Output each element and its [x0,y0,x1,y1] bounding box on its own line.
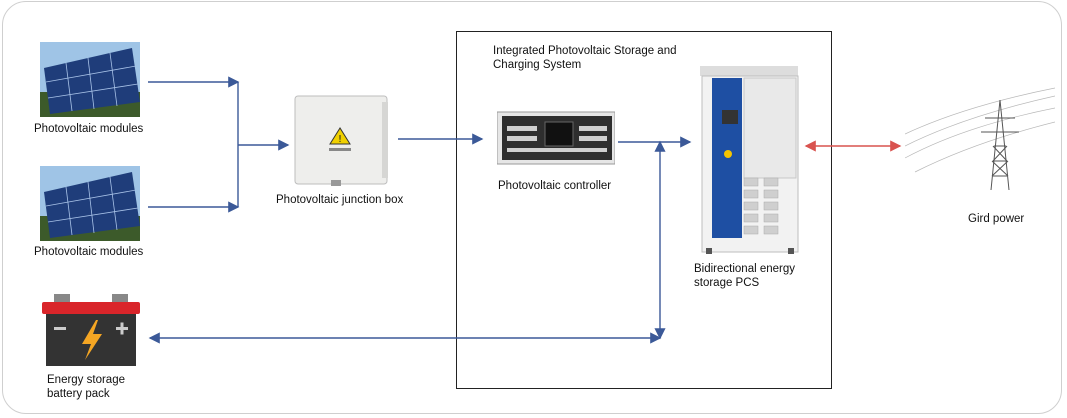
solar-panel-image-2 [40,166,140,241]
pcs-cabinet-image [700,66,799,254]
pv-modules-label-1: Photovoltaic modules [34,123,144,135]
svg-text:!: ! [338,134,342,145]
system-title: Integrated Photovoltaic Storage and Char… [493,45,677,71]
integrated-system-boundary [456,31,832,389]
junction-box-image: ! [294,95,388,186]
junction-box-label: Photovoltaic junction box [276,194,404,206]
pcs-label: Bidirectional energy storage PCS [694,263,796,289]
grid-tower-image [905,87,1055,191]
pv-controller-image [497,111,615,165]
battery-pack-image [42,294,140,366]
battery-label: Energy storage battery pack [47,374,125,400]
pv-modules-label-2: Photovoltaic modules [34,246,144,258]
grid-power-label: Gird power [968,213,1025,225]
solar-panel-image-1 [40,42,140,117]
pv-controller-label: Photovoltaic controller [498,180,612,192]
